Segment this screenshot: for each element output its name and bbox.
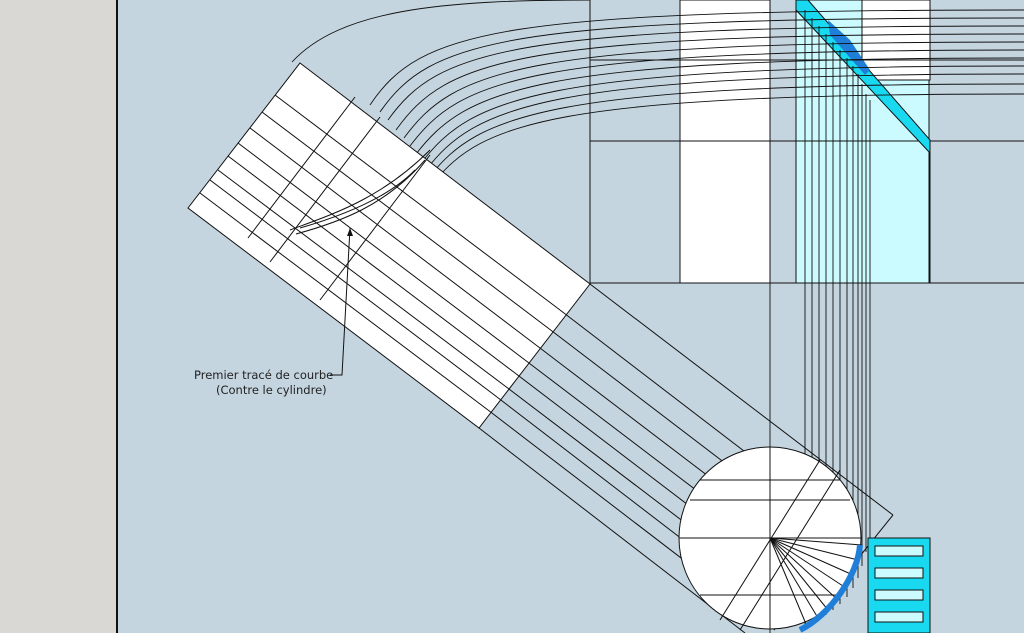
bend-curves xyxy=(291,0,1024,183)
annotation-line-1: Premier tracé de courbe xyxy=(194,368,333,382)
rotated-tube xyxy=(187,62,894,633)
side-panel xyxy=(0,0,116,633)
panel-border xyxy=(116,0,118,633)
annotation: Premier tracé de courbe (Contre le cylin… xyxy=(194,227,353,397)
cylinder-section xyxy=(678,446,863,633)
cyan-end-piece xyxy=(867,537,931,633)
annotation-line-2: (Contre le cylindre) xyxy=(216,383,327,397)
